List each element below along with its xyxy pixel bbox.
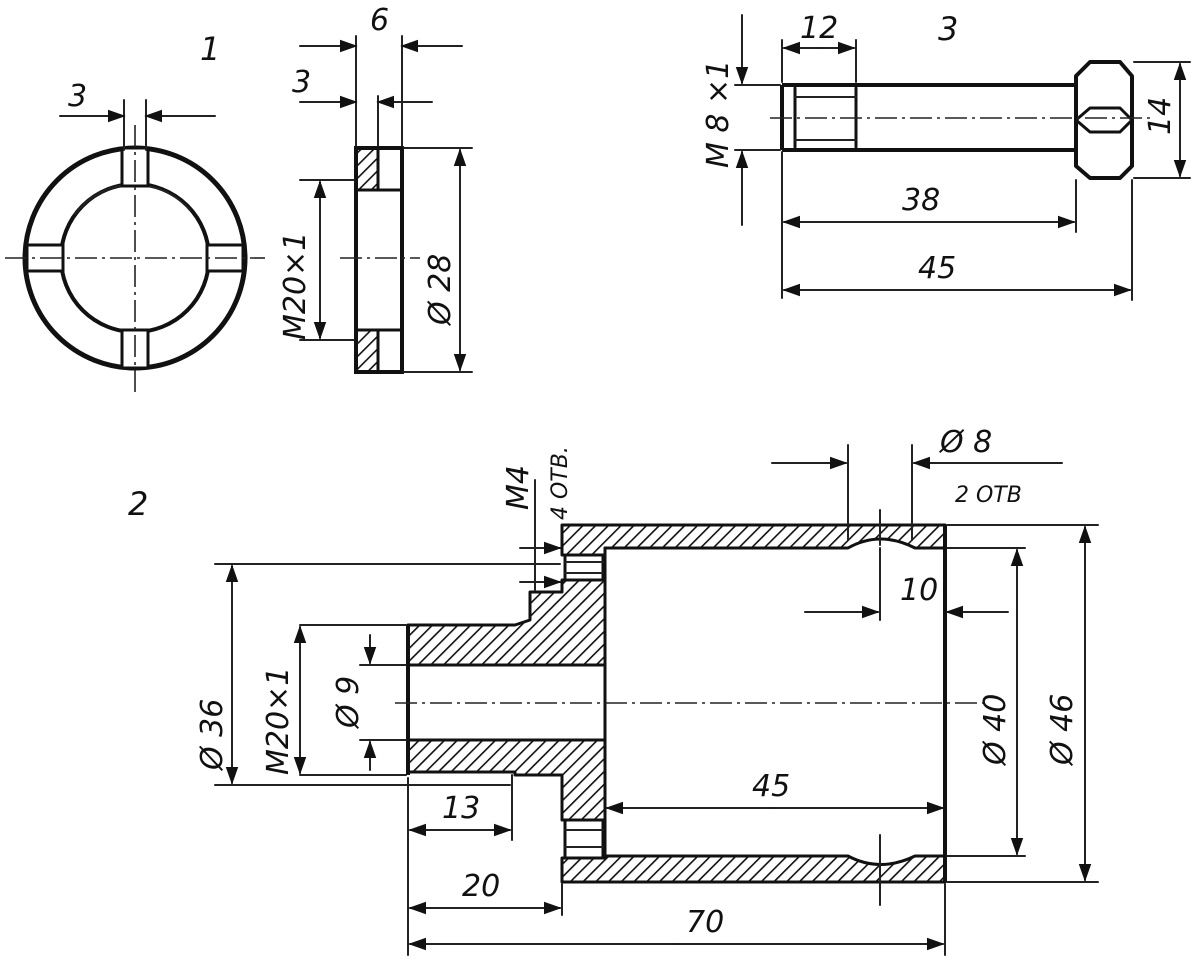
part-label-2: 2 xyxy=(128,485,148,523)
thread-length: 13 xyxy=(442,791,480,826)
inner-depth: 45 xyxy=(752,769,790,804)
part-3-bolt: 3 M 8 ×1 12 14 38 xyxy=(701,10,1191,301)
nut-thickness: 6 xyxy=(370,3,389,38)
bore-diameter: Ø 9 xyxy=(331,676,366,730)
tap-thread: M4 xyxy=(501,465,536,510)
part-1-slotted-nut: 1 3 xyxy=(5,3,473,395)
nut-slot-depth: 3 xyxy=(292,65,311,100)
nut-slot-width: 3 xyxy=(68,79,87,114)
inner-diameter: Ø 40 xyxy=(978,694,1013,767)
housing-thread: M20×1 xyxy=(261,667,296,775)
hole-diameter: Ø 8 xyxy=(938,425,992,460)
part-2-housing: 2 M4 4 ОТВ. Ø 8 xyxy=(128,425,1099,956)
bolt-head-size: 14 xyxy=(1143,97,1178,135)
nut-thread: M20×1 xyxy=(278,232,313,340)
part-label-1: 1 xyxy=(200,30,220,68)
bolt-thread: M 8 ×1 xyxy=(701,60,736,168)
nut-front-view: 3 xyxy=(5,79,265,395)
hole-offset: 10 xyxy=(900,573,938,608)
nut-side-view: 6 3 M20×1 Ø 28 xyxy=(278,3,473,374)
flange-diameter: Ø 36 xyxy=(195,699,230,772)
hole-count: 2 ОТВ xyxy=(955,483,1022,508)
tap-count: 4 ОТВ. xyxy=(548,446,573,520)
part-label-3: 3 xyxy=(938,10,958,48)
bolt-total-length: 45 xyxy=(918,251,956,286)
outer-diameter: Ø 46 xyxy=(1045,694,1080,767)
bolt-shank-length: 38 xyxy=(902,183,940,218)
neck-length: 20 xyxy=(462,869,500,904)
bolt-thread-length: 12 xyxy=(800,11,838,46)
nut-outer-diameter: Ø 28 xyxy=(423,254,458,327)
total-length: 70 xyxy=(686,905,724,940)
